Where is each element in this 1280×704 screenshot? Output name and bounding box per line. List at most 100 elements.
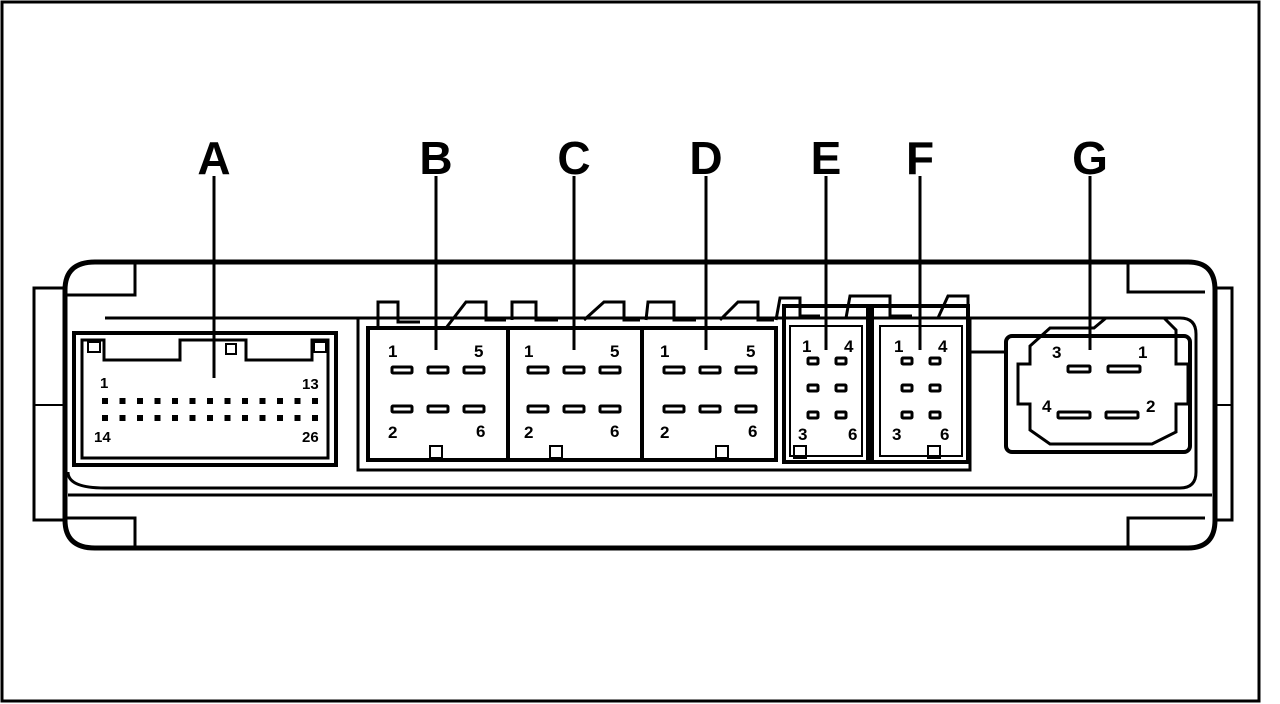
pin-label: 5 xyxy=(474,342,483,361)
terminal-pin xyxy=(834,356,848,366)
terminal-pin xyxy=(277,415,283,421)
terminal-pin xyxy=(312,398,318,404)
terminal-pin xyxy=(277,398,283,404)
terminal-pin xyxy=(462,365,486,375)
terminal-pin xyxy=(390,404,414,414)
terminal-pin xyxy=(189,415,196,421)
terminal-pin xyxy=(526,365,550,375)
terminal-pin xyxy=(224,398,231,404)
terminal-pin xyxy=(242,398,248,404)
pin-label: 3 xyxy=(892,425,901,444)
pin-label: 2 xyxy=(1146,397,1155,416)
connector-f-label: F xyxy=(906,132,934,184)
terminal-pin xyxy=(734,365,758,375)
terminal-pin xyxy=(562,404,586,414)
pin-label: 4 xyxy=(844,337,854,356)
terminal-pin xyxy=(900,383,914,393)
connector-a-outer xyxy=(72,331,338,467)
terminal-pin xyxy=(224,415,231,421)
connector-a xyxy=(72,331,338,467)
terminal-pin xyxy=(662,404,686,414)
terminal-pin xyxy=(928,410,942,420)
connector-a-latch xyxy=(87,341,101,353)
connector-a-latch xyxy=(225,343,237,355)
pin-label: 4 xyxy=(1042,397,1052,416)
terminal-pin xyxy=(928,356,942,366)
terminal-pin xyxy=(662,365,686,375)
terminal-pin xyxy=(806,383,820,393)
terminal-pin xyxy=(137,398,143,404)
pin-label: 6 xyxy=(940,425,949,444)
connector-a-pin-grid xyxy=(102,398,318,421)
connector-a-latch xyxy=(313,341,327,353)
pin-label: 14 xyxy=(94,429,111,446)
connector-d-pin-rows xyxy=(662,365,758,414)
terminal-pin xyxy=(102,398,108,404)
pin-label: 2 xyxy=(660,423,669,442)
pin-label: 1 xyxy=(802,337,811,356)
terminal-pin xyxy=(207,398,213,404)
connector-g-label: G xyxy=(1072,132,1108,184)
terminal-pin xyxy=(806,356,820,366)
pin-label: 6 xyxy=(476,422,485,441)
terminal-pin xyxy=(312,415,318,421)
pin-label: 1 xyxy=(1138,343,1147,362)
terminal-pin xyxy=(1056,410,1092,420)
terminal-pin xyxy=(189,398,196,404)
pin-label: 3 xyxy=(1052,343,1061,362)
terminal-pin xyxy=(698,404,722,414)
terminal-pin xyxy=(172,398,178,404)
terminal-pin xyxy=(154,398,161,404)
terminal-pin xyxy=(390,365,414,375)
terminal-pin xyxy=(1066,364,1092,374)
connector-d-label: D xyxy=(689,132,722,184)
pin-label: 1 xyxy=(388,342,397,361)
terminal-pin xyxy=(259,398,266,404)
pin-label: 1 xyxy=(100,375,108,392)
terminal-pin xyxy=(294,398,301,404)
pin-label: 26 xyxy=(302,429,319,446)
connector-g xyxy=(970,316,1192,454)
pin-label: 4 xyxy=(938,337,948,356)
pin-label: 1 xyxy=(524,342,533,361)
terminal-pin xyxy=(928,383,942,393)
terminal-pin xyxy=(426,404,450,414)
terminal-pin xyxy=(526,404,550,414)
terminal-pin xyxy=(1106,364,1142,374)
terminal-pin xyxy=(698,365,722,375)
terminal-pin xyxy=(137,415,143,421)
pin-label: 6 xyxy=(610,422,619,441)
pin-label: 6 xyxy=(748,422,757,441)
connector-e-label: E xyxy=(811,132,842,184)
terminal-pin xyxy=(806,410,820,420)
pin-label: 3 xyxy=(798,425,807,444)
connector-a-label: A xyxy=(197,132,230,184)
terminal-pin xyxy=(900,410,914,420)
terminal-pin xyxy=(259,415,266,421)
connector-c-label: C xyxy=(557,132,590,184)
connector-g-pins xyxy=(1056,364,1142,420)
pin-label: 1 xyxy=(894,337,903,356)
terminal-pin xyxy=(834,410,848,420)
terminal-pin xyxy=(242,415,248,421)
connector-a-key xyxy=(80,338,330,460)
pin-labels: 1 13 14 26 1 5 2 6 1 5 2 6 1 5 2 6 1 4 3… xyxy=(94,337,1155,446)
terminal-pin xyxy=(598,365,622,375)
connector-b-pin-rows xyxy=(390,365,486,414)
pin-label: 1 xyxy=(660,342,669,361)
terminal-pin xyxy=(1104,410,1140,420)
pin-label: 2 xyxy=(388,423,397,442)
pin-label: 2 xyxy=(524,423,533,442)
terminal-pin xyxy=(119,398,126,404)
terminal-pin xyxy=(207,415,213,421)
terminal-pin xyxy=(562,365,586,375)
terminal-pin xyxy=(462,404,486,414)
pin-label: 13 xyxy=(302,376,319,393)
leader-lines xyxy=(212,176,1092,378)
terminal-pin xyxy=(172,415,178,421)
terminal-pin xyxy=(734,404,758,414)
terminal-pin xyxy=(102,415,108,421)
